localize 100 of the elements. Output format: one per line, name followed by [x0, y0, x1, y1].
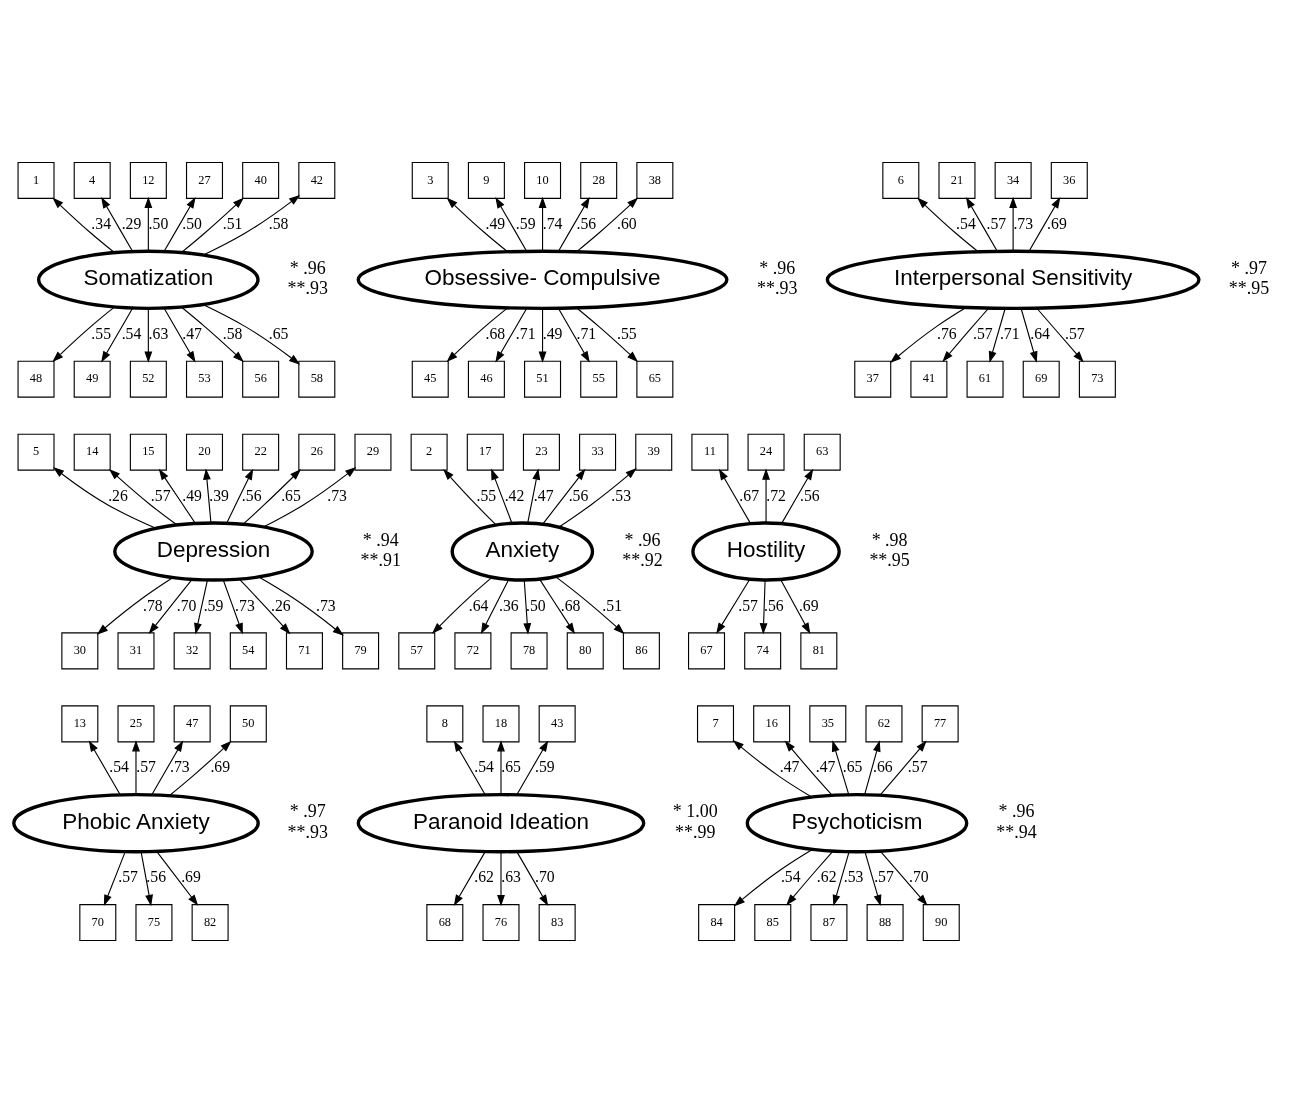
edge-label: .62	[473, 868, 494, 886]
node-box: 53	[185, 360, 223, 398]
edge-label: .59	[534, 758, 555, 776]
node-label: * .97	[1230, 257, 1267, 278]
edge-label: .29	[121, 214, 141, 232]
node-box: 42	[297, 161, 335, 199]
arrow	[140, 851, 153, 907]
node-box: 36	[1050, 161, 1088, 199]
node-box: 2	[410, 433, 448, 471]
node-box: 3	[411, 161, 449, 199]
edge-label: .57	[873, 868, 894, 886]
arrow	[131, 740, 140, 795]
node-box: 18	[481, 705, 520, 743]
node-box: 9	[467, 161, 505, 199]
edge-label: .68	[560, 596, 580, 614]
edge-label: .58	[268, 214, 288, 232]
edge-label: .57	[972, 324, 993, 342]
edge-label: .50	[525, 596, 546, 614]
arrow	[522, 579, 531, 635]
node-box: 16	[752, 705, 790, 743]
edge-label: .56	[568, 486, 588, 504]
edge-label: .58	[222, 324, 242, 342]
arrow	[879, 740, 927, 796]
arrow	[575, 197, 638, 253]
edge-label: .51	[222, 214, 242, 232]
node-box: 33	[578, 433, 616, 471]
arrow	[163, 307, 196, 363]
edge-label: .56	[576, 214, 596, 232]
arrow	[494, 307, 527, 363]
arrow	[941, 307, 989, 362]
edge-label: .36	[498, 596, 519, 614]
edge-label: .53	[610, 486, 631, 504]
node-box: 24	[747, 433, 785, 471]
node-label: * .96	[289, 257, 326, 278]
node-box: 56	[241, 360, 279, 398]
arrow	[490, 468, 512, 524]
edge-label: .73	[326, 486, 347, 504]
node-box: 43	[538, 705, 576, 743]
node-box: 72	[453, 632, 491, 670]
arrow	[242, 469, 301, 525]
edge-label: .60	[616, 214, 637, 232]
arrow	[180, 306, 244, 363]
node-box: 39	[634, 433, 672, 471]
edge-label: .76	[936, 324, 957, 342]
edge-label: .65	[280, 486, 301, 504]
node-box: 20	[185, 433, 223, 471]
arrow	[108, 468, 177, 526]
arrow	[557, 197, 590, 252]
edge-label: .50	[181, 214, 202, 232]
arrow	[453, 740, 486, 796]
arrow	[202, 194, 300, 256]
edge-label: .70	[176, 596, 196, 614]
node-label: **.91	[360, 549, 401, 570]
node-ellipse: Psychoticism	[745, 792, 968, 854]
arrow	[715, 579, 750, 635]
node-box: 70	[78, 904, 116, 942]
edge-label: .57	[150, 486, 171, 504]
node-box: 46	[467, 360, 505, 398]
arrow	[193, 579, 208, 635]
edge-label: .71	[999, 324, 1020, 342]
node-ellipse: Phobic Anxiety	[11, 792, 260, 854]
arrow	[515, 740, 548, 796]
edge-label: .47	[815, 758, 835, 776]
arrow	[785, 850, 834, 906]
edge-label: .49	[485, 214, 505, 232]
arrow	[557, 307, 590, 363]
edge-label: .63	[500, 868, 521, 886]
node-box: 62	[864, 705, 902, 743]
arrow	[515, 851, 548, 906]
node-box: 67	[687, 632, 725, 670]
edge-label: .55	[90, 324, 111, 342]
node-box: 10	[523, 161, 561, 199]
node-box: 38	[635, 161, 673, 199]
edge-label: .56	[763, 596, 784, 614]
arrow	[262, 466, 356, 528]
node-ellipse: Anxiety	[450, 521, 594, 582]
arrow	[832, 851, 850, 907]
node-box: 30	[60, 632, 98, 670]
arrow	[494, 197, 527, 252]
edge-label: .65	[500, 758, 521, 776]
arrow	[238, 578, 290, 635]
node-box: 17	[466, 433, 504, 471]
arrow	[784, 740, 833, 796]
edge-label: .69	[1046, 214, 1067, 232]
arrow	[538, 307, 546, 363]
arrow	[496, 740, 505, 795]
arrow	[202, 304, 300, 365]
arrow	[1036, 307, 1084, 363]
node-box: 1	[17, 161, 55, 199]
node-box: 81	[799, 632, 837, 670]
edge-label: .59	[515, 214, 536, 232]
edge-label: .54	[108, 758, 129, 776]
node-label: **.92	[621, 549, 663, 570]
edge-label: .39	[208, 486, 229, 504]
edge-label: .69	[209, 758, 230, 776]
edge-label: .67	[738, 486, 759, 504]
arrow	[51, 306, 115, 363]
node-box: 37	[853, 360, 891, 398]
edge-label: .57	[135, 758, 156, 776]
node-box: 49	[73, 360, 111, 398]
